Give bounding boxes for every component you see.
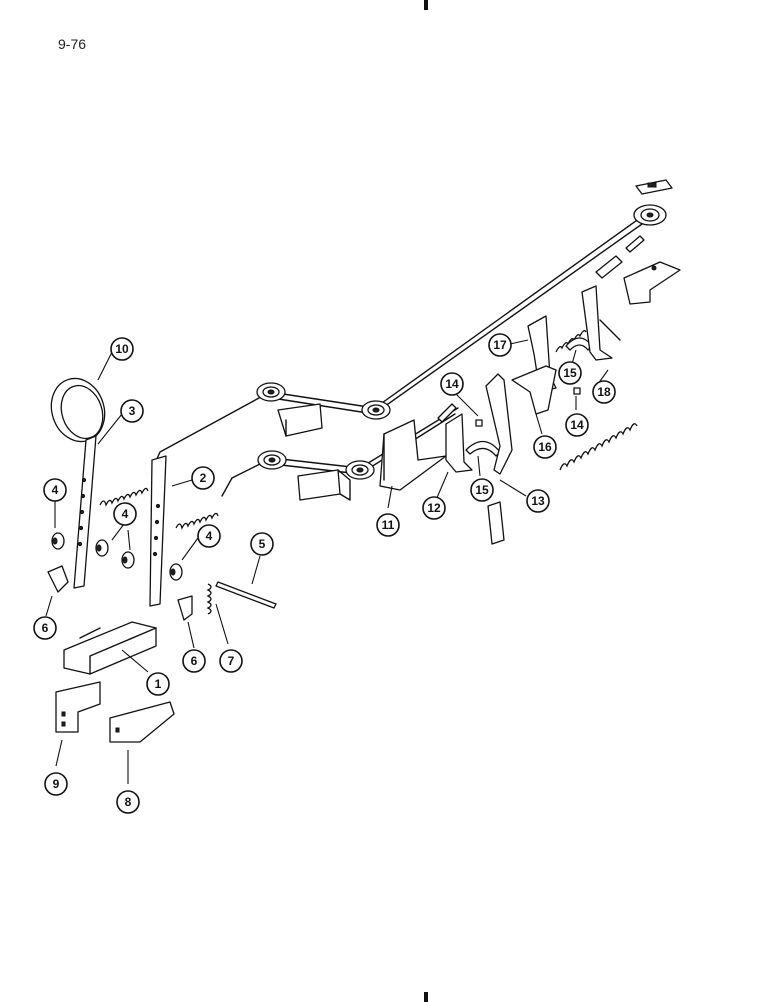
callout-label: 13 [531,494,545,508]
page-number: 9-76 [58,36,87,52]
bracket-16 [511,365,557,415]
pin-center [475,419,483,427]
callout-label: 15 [563,366,577,380]
lever-13 [485,373,513,475]
pulley-lower-left [257,450,287,470]
callout-label: 6 [42,621,49,635]
spring-left-upper [99,487,149,507]
bracket-lower [297,469,351,501]
callout-label: 16 [538,440,552,454]
callout-12: 12 [422,496,446,520]
callout-9: 9 [44,772,68,796]
pulley-lower-mid [345,460,375,480]
callout-5: 5 [250,532,274,556]
base-bracket [63,621,157,675]
center-bracket [379,419,447,491]
callout-13: 13 [526,489,550,513]
callout-label: 12 [427,501,441,515]
lever-18 [581,285,621,361]
callout-15-right: 15 [558,361,582,385]
callout-16: 16 [533,435,557,459]
bushing-right [169,563,183,581]
callout-14-center: 14 [440,372,464,396]
plate-bracket-right [109,701,175,743]
callout-label: 4 [206,529,213,543]
lever-plate-12 [445,413,473,473]
callout-label: 1 [155,677,162,691]
callout-1: 1 [146,672,170,696]
bracket-upper [277,403,323,437]
callout-4-center: 4 [113,502,137,526]
clip-center [465,440,501,457]
callout-label: 7 [228,654,235,668]
callout-label: 14 [445,377,459,391]
callout-label: 8 [125,795,132,809]
cam-right [177,595,193,621]
bushing-center-a [95,539,109,557]
callout-10: 10 [110,337,134,361]
callout-label: 10 [115,342,129,356]
leader-lines [45,339,609,784]
spring-left-lower [175,512,219,530]
lever-right [149,455,167,607]
pulley-top-right [633,179,673,226]
callout-2: 2 [191,466,215,490]
callout-label: 6 [191,654,198,668]
spring-right-short [555,330,587,353]
callout-label: 17 [493,338,507,352]
callout-label: 15 [475,483,489,497]
callout-14-right: 14 [565,413,589,437]
lower-cable [221,407,459,497]
bushing-left [51,532,65,550]
crop-mark-top [424,0,428,10]
callout-17: 17 [488,333,512,357]
angle-bracket-right [623,261,681,305]
callout-8: 8 [116,790,140,814]
pin-right [573,387,581,395]
small-spring [206,583,212,615]
callout-11: 11 [376,513,400,537]
spring-right-long [559,423,638,471]
callout-15-center: 15 [470,478,494,502]
lever-left [73,435,97,589]
callout-3: 3 [120,399,144,423]
callout-label: 14 [570,418,584,432]
callout-label: 18 [597,385,611,399]
rod [215,581,277,609]
callout-label: 11 [382,518,395,532]
pulley-upper-left [256,382,286,402]
callout-label: 9 [53,777,60,791]
callout-label: 4 [122,507,129,521]
callout-18: 18 [592,380,616,404]
plate-bracket-left [55,681,101,733]
callout-4-left: 4 [43,478,67,502]
callout-label: 3 [129,404,136,418]
cable-pins [437,235,645,423]
callout-label: 5 [259,537,266,551]
callout-7: 7 [219,649,243,673]
clip-right [565,337,593,351]
bushing-center-b [121,551,135,569]
round-cover-part [50,377,106,443]
pulley-upper-mid [361,400,391,420]
callout-4-right: 4 [197,524,221,548]
callout-label: 2 [200,471,207,485]
crop-mark-bottom [424,992,428,1002]
callout-6-left: 6 [33,616,57,640]
callout-label: 4 [52,483,59,497]
link-block [487,501,505,545]
callout-6-right: 6 [182,649,206,673]
cam-left [47,565,69,593]
